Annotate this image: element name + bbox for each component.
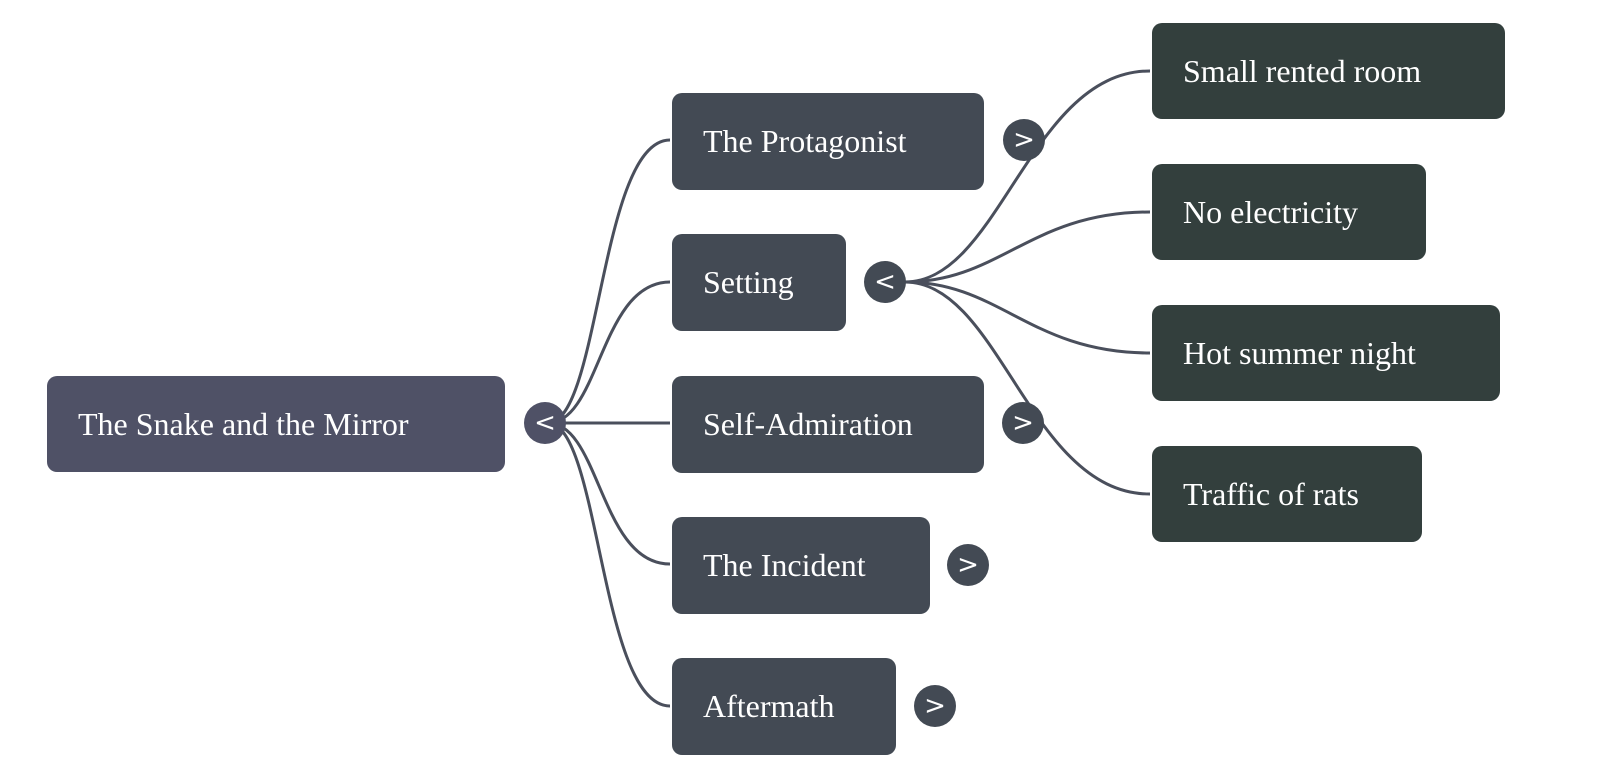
node-label: Hot summer night bbox=[1183, 334, 1416, 371]
node-label: Traffic of rats bbox=[1183, 475, 1359, 512]
link-root-setting bbox=[547, 280, 671, 425]
link-root-protagonist bbox=[547, 138, 671, 425]
node-label: Setting bbox=[703, 264, 794, 300]
expand-toggle-incident[interactable]: > bbox=[947, 544, 989, 586]
link-root-incident bbox=[547, 421, 671, 566]
node-setting[interactable]: Setting bbox=[672, 234, 846, 331]
node-hot-summer-night[interactable]: Hot summer night bbox=[1152, 305, 1500, 401]
expand-toggle-protagonist[interactable]: > bbox=[1003, 119, 1045, 161]
root-label: The Snake and the Mirror bbox=[78, 405, 409, 442]
node-self-admiration[interactable]: Self-Admiration bbox=[672, 376, 984, 473]
expand-toggle-aftermath[interactable]: > bbox=[914, 685, 956, 727]
node-traffic-of-rats[interactable]: Traffic of rats bbox=[1152, 446, 1422, 542]
node-label: Self-Admiration bbox=[703, 406, 913, 442]
node-small-rented-room[interactable]: Small rented room bbox=[1152, 23, 1505, 119]
link-root-aftermath bbox=[547, 421, 671, 708]
node-label: Small rented room bbox=[1183, 52, 1422, 89]
root-collapse-toggle[interactable]: < bbox=[524, 402, 566, 444]
collapse-toggle-setting[interactable]: < bbox=[864, 261, 906, 303]
link-setting-room bbox=[904, 69, 1151, 284]
node-label: No electricity bbox=[1183, 193, 1359, 230]
link-setting-rats bbox=[904, 280, 1151, 496]
link-setting-electricity bbox=[904, 210, 1151, 284]
node-no-electricity[interactable]: No electricity bbox=[1152, 164, 1426, 260]
link-setting-summer bbox=[904, 280, 1151, 355]
expand-toggle-self-admiration[interactable]: > bbox=[1002, 402, 1044, 444]
node-label: The Protagonist bbox=[703, 123, 907, 159]
node-the-protagonist[interactable]: The Protagonist bbox=[672, 93, 984, 190]
node-the-incident[interactable]: The Incident bbox=[672, 517, 930, 614]
node-label: The Incident bbox=[703, 547, 866, 583]
root-node[interactable]: The Snake and the Mirror bbox=[47, 376, 505, 472]
node-label: Aftermath bbox=[703, 688, 835, 724]
node-aftermath[interactable]: Aftermath bbox=[672, 658, 896, 755]
